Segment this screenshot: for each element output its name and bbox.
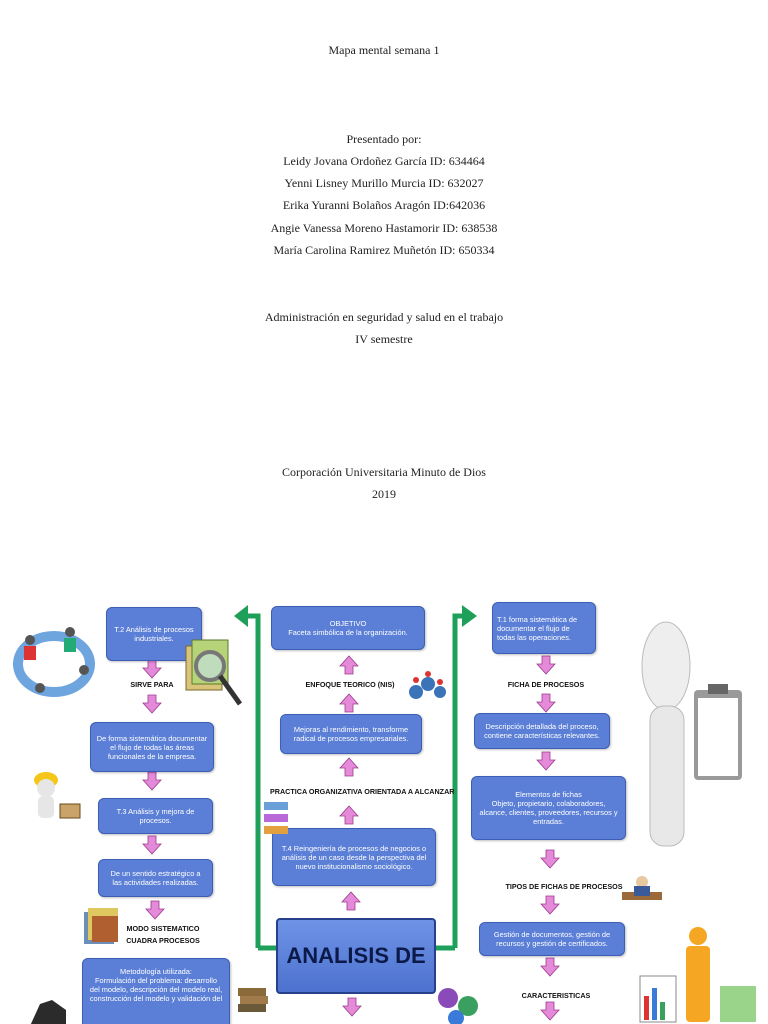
- practica-organizativa-label: PRACTICA ORGANIZATIVA ORIENTADA A ALCANZ…: [270, 787, 455, 796]
- tipos-fichas-label: TIPOS DE FICHAS DE PROCESOS: [505, 882, 623, 891]
- semester: IV semestre: [355, 332, 413, 346]
- objetivo-text: Faceta simbólica de la organización.: [288, 628, 408, 637]
- folders-stack-icon: [84, 908, 118, 944]
- t1-line-1: T.1 forma sistemática de: [497, 614, 578, 624]
- descripcion-line-2: contiene características relevantes.: [484, 731, 600, 740]
- center-title-box: ANALISIS DE: [276, 918, 436, 994]
- worker-desk-icon: [622, 876, 662, 900]
- t3-line-1: T.3 Análisis y mejora de: [116, 807, 195, 816]
- t1-forma-box: T.1 forma sistemática de documentar el f…: [492, 602, 596, 654]
- t3-line-2: procesos.: [139, 816, 172, 825]
- t1-line-3: todas las operaciones.: [497, 632, 571, 642]
- objetivo-title: OBJETIVO: [329, 619, 367, 628]
- metodologia-line-4: construcción del modelo y validación del: [89, 994, 223, 1003]
- magnifier-folder-icon: [185, 639, 243, 706]
- t3-analysis-box: T.3 Análisis y mejora de procesos.: [98, 798, 213, 834]
- university-name: Corporación Universitaria Minuto de Dios: [282, 465, 486, 479]
- metodologia-line-1: Metodología utilizada:: [120, 967, 192, 976]
- author-2: Yenni Lisney Murillo Murcia ID: 632027: [284, 176, 484, 190]
- author-1: Leidy Jovana Ordoñez García ID: 634464: [283, 154, 485, 168]
- sirve-para-label: SIRVE PARA: [130, 680, 174, 689]
- mind-map: T.2 Análisis de procesos industriales. S…: [0, 592, 768, 1024]
- t2-line-2: industriales.: [134, 634, 174, 643]
- modo-line-1: MODO SISTEMATICO: [126, 924, 200, 933]
- forma-line-1: De forma sistemática documentar: [96, 733, 208, 743]
- t4-line-3: nuevo institucionalismo sociológico.: [295, 861, 413, 871]
- caracteristicas-label: CARACTERISTICAS: [521, 991, 591, 1000]
- metodologia-box: Metodología utilizada: Formulación del p…: [82, 958, 230, 1024]
- elementos-line-3: alcance, clientes, proveedores, recursos…: [479, 808, 618, 817]
- ficha-procesos-label: FICHA DE PROCESOS: [507, 680, 585, 689]
- connector-lines: [234, 605, 477, 951]
- metodologia-line-3: del modelo, descripción del modelo real,: [89, 985, 223, 994]
- mejoras-box: Mejoras al rendimiento, transforme radic…: [280, 714, 422, 754]
- sentido-line-1: De un sentido estratégico a: [110, 869, 201, 878]
- chart-figure-icon: [639, 927, 756, 1023]
- books-icon: [238, 988, 268, 1012]
- author-4: Angie Vanessa Moreno Hastamorir ID: 6385…: [270, 221, 498, 235]
- year: 2019: [372, 487, 396, 501]
- figure-with-clipboard-icon: [641, 621, 742, 847]
- gears-people-icon: [409, 671, 446, 699]
- descripcion-line-1: Descripción detallada del proceso,: [485, 722, 599, 731]
- elementos-line-1: Elementos de fichas: [515, 790, 582, 799]
- metodologia-line-2: Formulación del problema: desarrollo: [94, 976, 217, 985]
- objetivo-box: OBJETIVO Faceta simbólica de la organiza…: [271, 606, 425, 650]
- mejoras-line-1: Mejoras al rendimiento, transforme: [293, 725, 409, 734]
- process-chain-icon: [264, 802, 288, 834]
- descripcion-box: Descripción detallada del proceso, conti…: [474, 713, 610, 749]
- sentido-line-2: las actividades realizadas.: [112, 878, 199, 887]
- worker-hardhat-icon: [34, 772, 81, 819]
- forma-sistematica-box: De forma sistemática documentar el flujo…: [90, 722, 214, 772]
- enfoque-teorico-label: ENFOQUE TEORICO (NIS): [305, 680, 395, 689]
- gestion-box: Gestión de documentos, gestión de recurs…: [479, 922, 625, 956]
- team-puzzle-icon: [438, 988, 478, 1024]
- document-title: Mapa mental semana 1: [328, 43, 440, 57]
- process-team-icon: [13, 627, 95, 697]
- forma-line-2: el flujo de todas las áreas: [110, 742, 194, 752]
- t4-line-2: análisis de un caso desde la perspectiva…: [281, 852, 427, 862]
- modo-line-2: CUADRA PROCESOS: [126, 936, 200, 945]
- forma-line-3: funcionales de la empresa.: [107, 751, 197, 761]
- program-name: Administración en seguridad y salud en e…: [264, 310, 504, 324]
- presented-by: Presentado por:: [346, 132, 422, 146]
- t4-line-1: T.4 Reingeniería de procesos de negocios…: [281, 843, 427, 853]
- pink-arrows: [142, 655, 560, 1021]
- t4-reingenieria-box: T.4 Reingeniería de procesos de negocios…: [272, 828, 436, 886]
- modo-sistematico-label: MODO SISTEMATICO CUADRA PROCESOS: [120, 923, 206, 947]
- t2-line-1: T.2 Análisis de procesos: [114, 625, 194, 634]
- gestion-line-1: Gestión de documentos, gestión de: [493, 930, 611, 939]
- elementos-line-4: entradas.: [533, 817, 564, 826]
- elementos-box: Elementos de fichas Objeto, propietario,…: [471, 776, 626, 840]
- elementos-line-2: Objeto, propietario, colaboradores,: [491, 799, 606, 808]
- gestion-line-2: recursos y gestión de certificados.: [496, 939, 608, 948]
- author-5: María Carolina Ramirez Muñetón ID: 65033…: [273, 243, 495, 257]
- dark-figure-icon: [30, 1000, 66, 1024]
- t1-line-2: documentar el flujo de: [497, 623, 570, 633]
- mejoras-line-2: radical de procesos empresariales.: [293, 734, 409, 743]
- sentido-estrategico-box: De un sentido estratégico a las activida…: [98, 859, 213, 897]
- author-3: Erika Yuranni Bolaños Aragón ID:642036: [282, 198, 486, 212]
